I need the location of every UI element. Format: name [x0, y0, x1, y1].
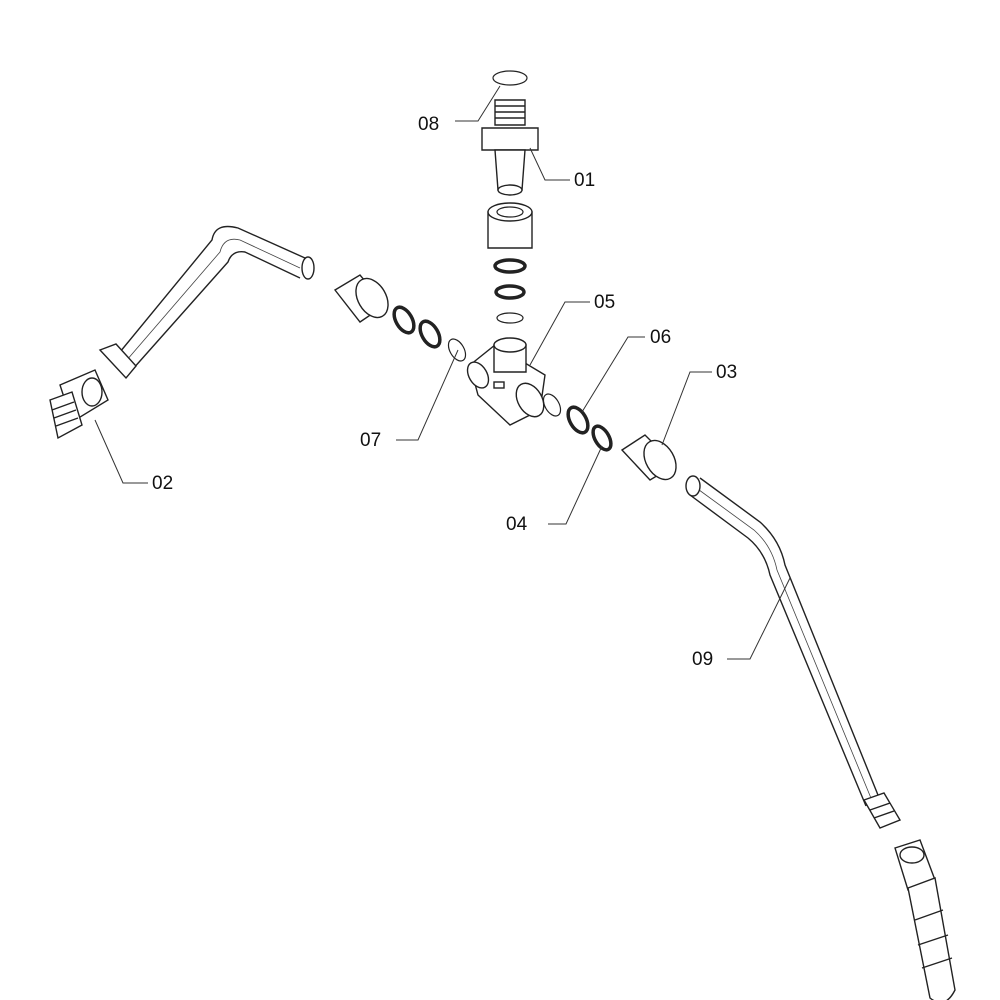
left-tube: [49, 225, 315, 440]
label-02: 02: [152, 473, 174, 494]
label-08: 08: [418, 114, 440, 135]
vertical-stack: [481, 70, 539, 324]
leader-lines: [94, 85, 791, 660]
tee-fitting-05: [466, 337, 546, 426]
label-05: 05: [594, 292, 616, 313]
horizontal-stack: [333, 274, 677, 481]
label-07: 07: [360, 430, 382, 451]
right-tube: [685, 475, 956, 1000]
label-06: 06: [650, 327, 672, 348]
label-01: 01: [574, 170, 596, 191]
o-ring-08: [492, 70, 528, 86]
label-03: 03: [716, 362, 738, 383]
label-09: 09: [692, 649, 714, 670]
label-04: 04: [506, 514, 528, 535]
